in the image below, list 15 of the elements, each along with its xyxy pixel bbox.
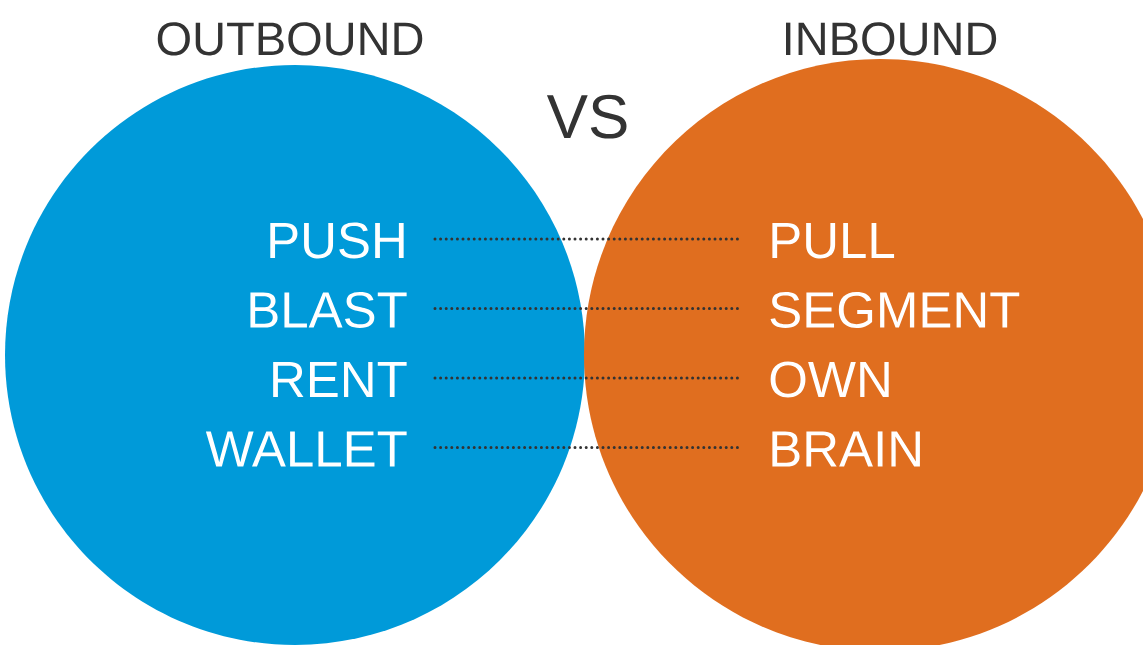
dotted-connector xyxy=(433,307,742,310)
circle-heading: INBOUND xyxy=(786,22,997,56)
word-label: WALLET xyxy=(205,431,407,467)
circle-heading: OUTBOUND xyxy=(157,22,423,56)
word-label: PULL xyxy=(772,222,895,259)
dotted-connector xyxy=(433,446,742,449)
word-label: SEGMENT xyxy=(770,291,1020,328)
word-label: OWN xyxy=(770,361,889,398)
dotted-connector xyxy=(433,237,742,241)
word-label: PUSH xyxy=(270,222,404,259)
word-label: BLAST xyxy=(250,291,407,328)
word-label: RENT xyxy=(273,361,407,397)
dotted-connector xyxy=(433,376,742,380)
versus-label: VS xyxy=(546,94,627,139)
word-label: BRAIN xyxy=(772,431,920,467)
